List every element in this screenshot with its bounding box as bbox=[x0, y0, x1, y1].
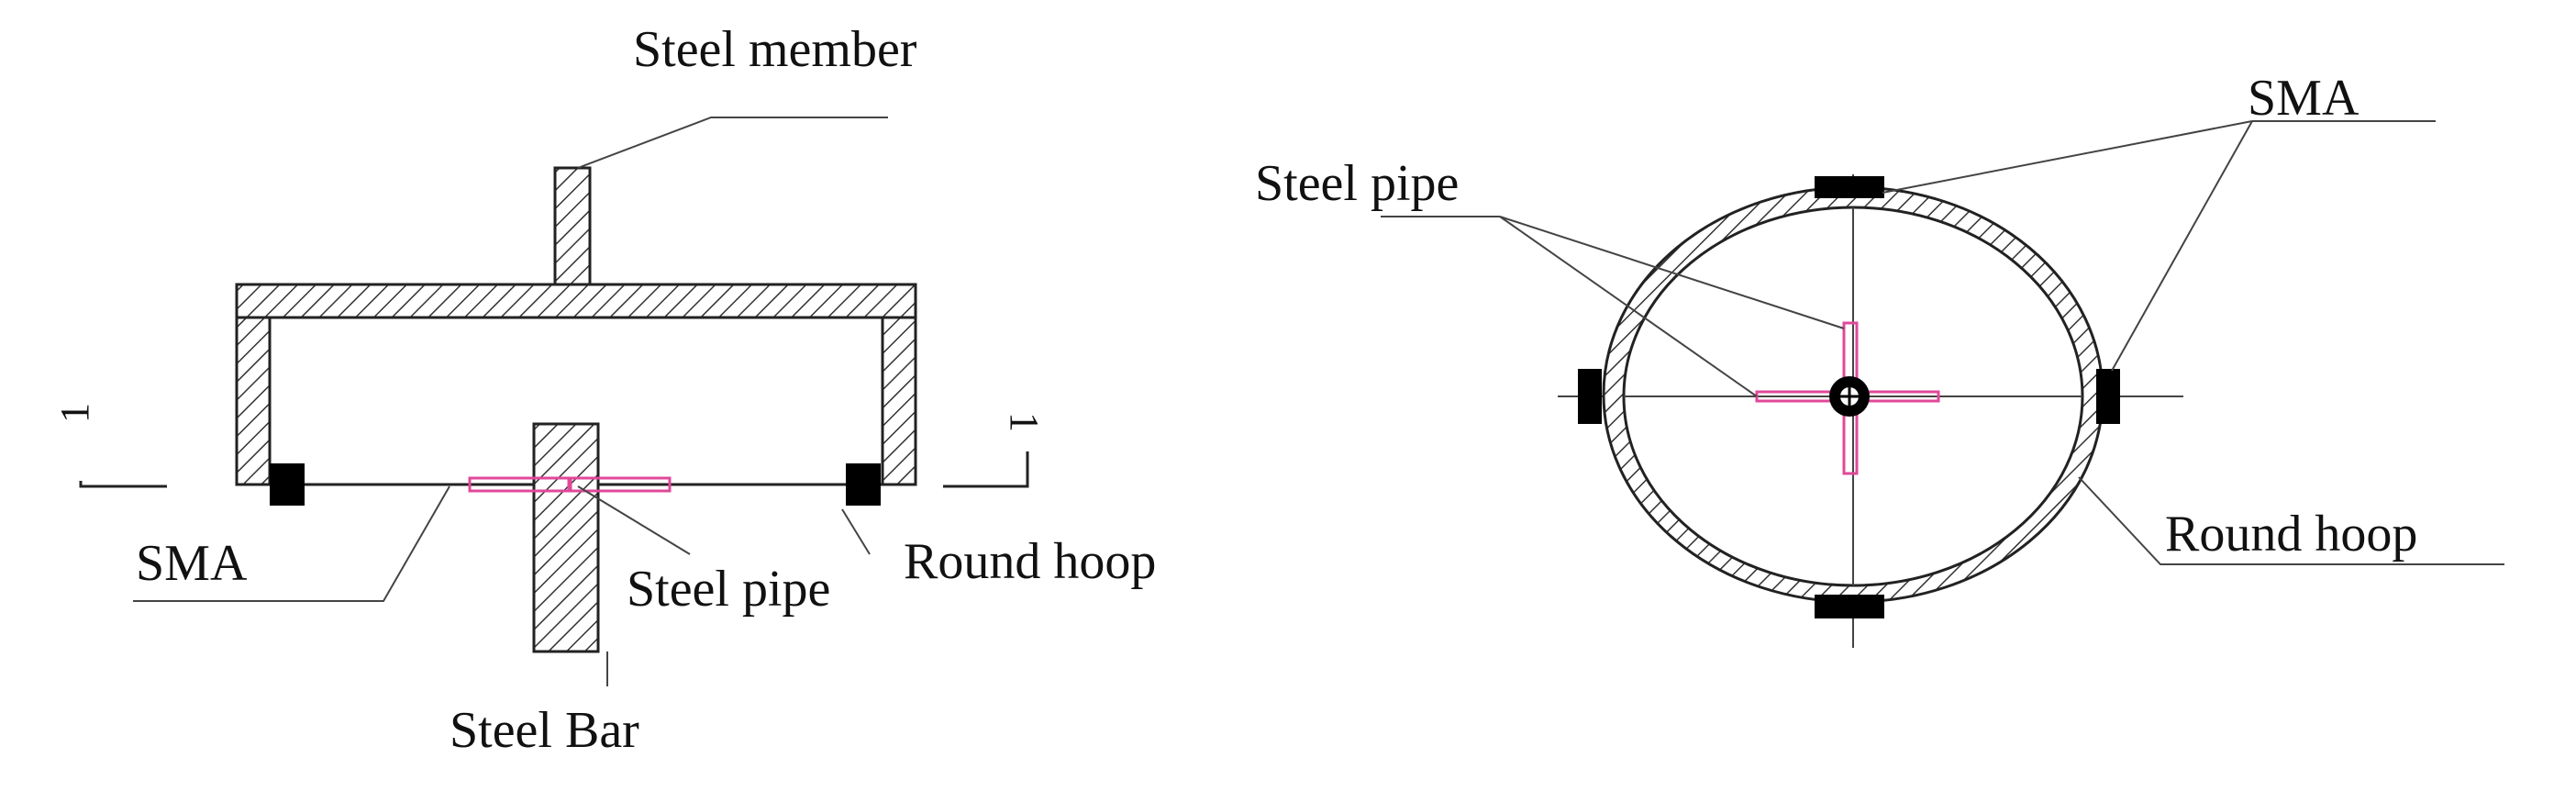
label-sma-right: SMA bbox=[2248, 70, 2359, 127]
channel-top-flange bbox=[235, 283, 917, 319]
section-mark-right-text: 1 bbox=[1002, 412, 1047, 432]
right-section-view: Steel pipe SMA Round hoop bbox=[1255, 70, 2504, 648]
sma-block-top bbox=[1815, 176, 1884, 198]
leaders-steel-pipe-right bbox=[1381, 216, 1845, 397]
steel-member bbox=[553, 166, 592, 287]
steel-pipe-side bbox=[468, 476, 672, 493]
left-elevation-view: 1 1 Steel member SMA Steel pipe Round ho… bbox=[52, 21, 1156, 759]
leader-steel-member bbox=[577, 117, 888, 169]
label-steel-bar: Steel Bar bbox=[450, 702, 639, 759]
label-sma-left: SMA bbox=[136, 535, 248, 592]
channel-left-web bbox=[235, 316, 272, 486]
label-steel-pipe-left: Steel pipe bbox=[627, 561, 830, 618]
leader-round-hoop-left bbox=[841, 508, 871, 555]
channel-frame bbox=[235, 283, 917, 486]
sma-block-right bbox=[846, 463, 881, 506]
section-mark-left: 1 bbox=[52, 403, 167, 488]
leader-sma-left bbox=[133, 485, 450, 602]
steel-bar bbox=[532, 422, 600, 653]
sma-block-left bbox=[270, 463, 305, 506]
label-round-hoop-right: Round hoop bbox=[2165, 506, 2417, 563]
sma-block-bottom bbox=[1815, 595, 1884, 618]
leaders-sma-right bbox=[1882, 120, 2436, 372]
steel-pipe-cross bbox=[1755, 321, 1940, 475]
section-mark-left-text: 1 bbox=[52, 403, 97, 423]
sma-block-right-ring bbox=[2096, 369, 2120, 424]
section-mark-right: 1 bbox=[943, 412, 1047, 488]
leader-steel-pipe-left bbox=[577, 485, 691, 555]
label-steel-pipe-right: Steel pipe bbox=[1255, 155, 1459, 212]
sma-block-left-ring bbox=[1578, 369, 1602, 424]
channel-right-web bbox=[881, 316, 917, 486]
leader-round-hoop-right bbox=[2078, 476, 2504, 565]
label-round-hoop-left: Round hoop bbox=[904, 533, 1156, 590]
label-steel-member: Steel member bbox=[633, 21, 917, 78]
